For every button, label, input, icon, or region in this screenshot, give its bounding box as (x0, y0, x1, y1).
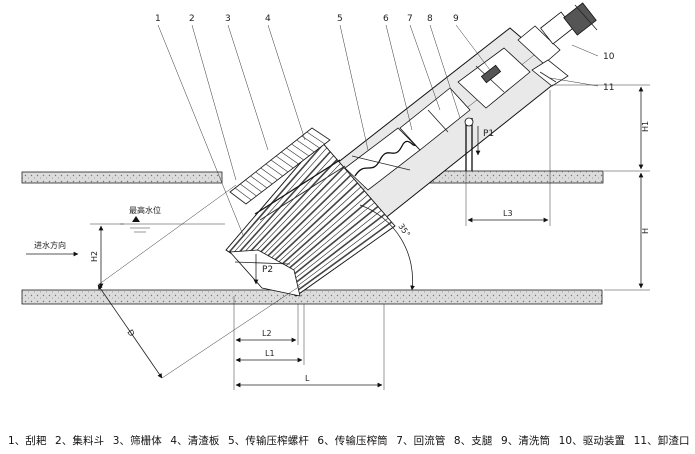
dim-l-label: L (305, 374, 310, 383)
left-platform (21, 171, 223, 184)
max-water-level-label: 最高水位 (129, 205, 161, 215)
part-label-2: 2 (189, 14, 195, 24)
part-label-6: 6 (383, 14, 389, 24)
part-label-3: 3 (225, 14, 231, 24)
part-label-4: 4 (265, 14, 271, 24)
dim-h1-label: H1 (641, 121, 650, 132)
part-label-5: 5 (337, 14, 343, 24)
water-level-symbol (120, 216, 225, 233)
part-label-9: 9 (453, 14, 459, 24)
dim-l2-label: L2 (262, 329, 272, 338)
part-label-11: 11 (603, 83, 614, 93)
press-tube (399, 87, 471, 151)
right-platform (427, 170, 604, 184)
part-label-8: 8 (427, 14, 433, 24)
legend-item-4: 4、清渣板 (170, 435, 220, 447)
legend-item-7: 7、回流管 (396, 435, 446, 447)
dim-l3-label: L3 (503, 209, 513, 218)
angle-label: 35° (396, 222, 412, 239)
dim-h-label: H (641, 228, 650, 234)
part-label-10: 10 (603, 52, 615, 62)
legend-item-1: 1、刮耙 (8, 435, 47, 447)
legend-item-2: 2、集料斗 (55, 435, 105, 447)
dimension-lines (26, 84, 650, 390)
inflow-direction-label: 进水方向 (34, 240, 66, 250)
legend-item-5: 5、传输压榨螺杆 (227, 435, 309, 447)
legend-item-11: 11、卸渣口 (633, 435, 690, 447)
part-label-7: 7 (407, 14, 413, 24)
p1-label: P1 (483, 129, 494, 139)
p2-label: P2 (262, 265, 273, 275)
dim-l1-label: L1 (265, 349, 275, 358)
legend-item-3: 3、筛栅体 (112, 435, 162, 447)
legend-item-9: 9、清洗筒 (500, 435, 551, 447)
support-leg (464, 117, 474, 171)
legend-item-10: 10、驱动装置 (558, 435, 626, 447)
machine-drawing: 1 2 3 4 5 6 7 8 9 10 11 最高水位 进水方向 35° P1… (21, 2, 650, 390)
drive-unit (517, 2, 598, 65)
channel-floor (21, 289, 603, 305)
wash-tube (457, 47, 531, 109)
leader-lines (157, 24, 599, 236)
legend-item-8: 8、支腿 (453, 435, 493, 447)
dim-h2-label: H2 (90, 251, 99, 262)
part-label-1: 1 (155, 14, 161, 24)
legend-item-6: 6、传输压榨筒 (317, 435, 388, 447)
dim-d-label: D (125, 328, 136, 338)
parts-legend: 1、刮耙 2、集料斗 3、筛栅体 4、清渣板 5、传输压榨螺杆 6、传输压榨筒 … (8, 433, 689, 449)
part-number-labels: 1 2 3 4 5 6 7 8 9 10 11 (155, 14, 615, 93)
dimension-labels: H1 H H2 L3 L2 L1 L D (90, 121, 650, 383)
